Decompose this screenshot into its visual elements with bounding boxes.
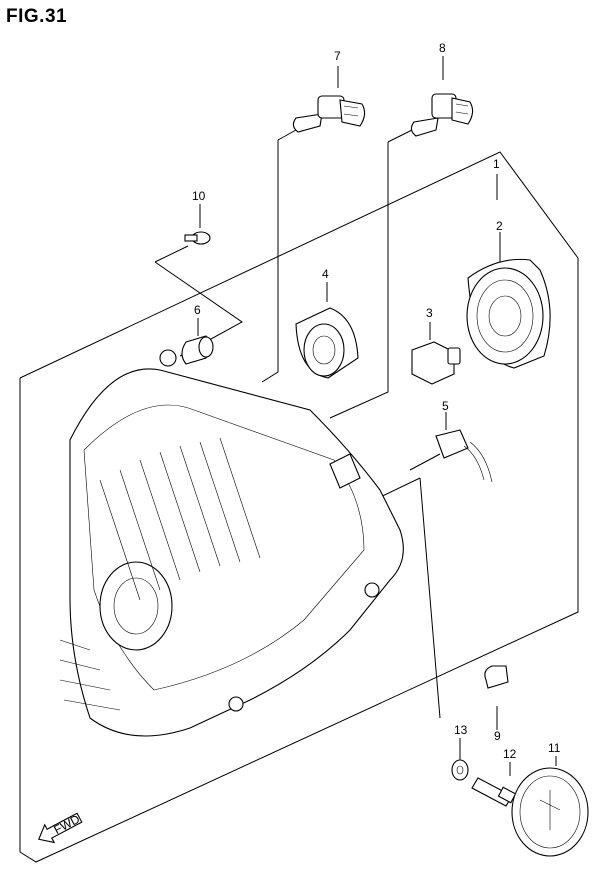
bulb-8 <box>410 93 474 137</box>
ring-4 <box>295 307 359 379</box>
callout-13: 13 <box>454 723 468 737</box>
callout-2: 2 <box>496 219 503 233</box>
socket-3 <box>411 341 461 385</box>
screw-10 <box>184 231 211 245</box>
callout-12: 12 <box>503 747 517 761</box>
callout-7: 7 <box>334 49 341 63</box>
bulb-7 <box>292 95 366 133</box>
headlamp-housing-1 <box>59 349 404 737</box>
figure-title: FIG.31 <box>6 6 68 27</box>
cap-11 <box>511 767 589 857</box>
callout-6: 6 <box>194 303 201 317</box>
callout-10: 10 <box>192 189 206 203</box>
adjuster-12 <box>471 777 517 807</box>
washer-13 <box>451 759 469 781</box>
cover-2 <box>466 258 551 369</box>
assembly-outline <box>19 151 579 863</box>
callout-9: 9 <box>494 729 501 743</box>
grommet-6 <box>181 335 214 365</box>
fwd-arrow-icon: FWD <box>38 812 83 844</box>
callout-1: 1 <box>493 157 500 171</box>
bulb-9 <box>484 665 509 689</box>
callout-8: 8 <box>439 41 446 55</box>
callout-5: 5 <box>442 399 449 413</box>
socket-5 <box>435 429 493 483</box>
callout-11: 11 <box>548 741 561 755</box>
callouts: 7 8 1 2 10 4 3 6 5 9 13 12 11 <box>192 41 561 761</box>
callout-4: 4 <box>322 267 329 281</box>
callout-3: 3 <box>426 306 433 320</box>
